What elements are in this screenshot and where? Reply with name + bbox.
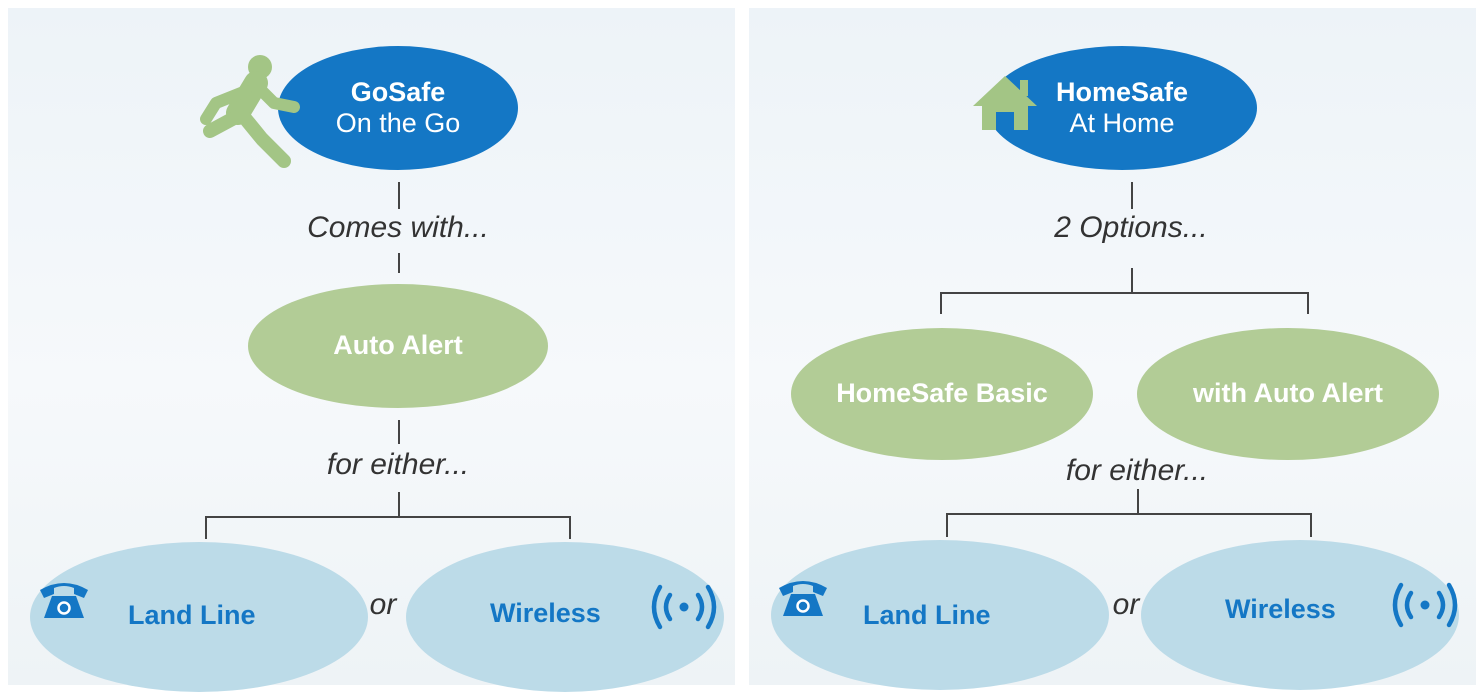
- auto-alert-node: Auto Alert: [248, 284, 548, 408]
- gosafe-either-label: for either...: [326, 448, 470, 481]
- gosafe-title: GoSafe: [350, 76, 446, 107]
- running-person-icon: [200, 55, 300, 168]
- comes-with-label: Comes with...: [307, 211, 489, 244]
- homesafe-subtitle: At Home: [1069, 108, 1175, 138]
- homesafe-landline-option: Land Line: [771, 540, 1109, 690]
- wireless-signal-icon: [1392, 582, 1458, 628]
- gosafe-landline-option: Land Line: [30, 542, 368, 692]
- telephone-icon: [779, 581, 827, 616]
- telephone-icon: [40, 583, 88, 618]
- gosafe-subtitle: On the Go: [335, 108, 461, 138]
- gosafe-landline-label: Land Line: [128, 600, 256, 630]
- house-icon: [973, 76, 1037, 130]
- homesafe-or-label: or: [1112, 588, 1140, 621]
- gosafe-panel: GoSafe On the Go Comes with... Auto Aler…: [8, 8, 735, 692]
- homesafe-landline-label: Land Line: [863, 600, 991, 630]
- homesafe-basic-node: HomeSafe Basic: [791, 328, 1093, 460]
- gosafe-node: GoSafe On the Go: [278, 46, 518, 170]
- homesafe-node: HomeSafe At Home: [987, 46, 1257, 170]
- homesafe-wireless-option: Wireless: [1141, 540, 1459, 690]
- homesafe-wireless-label: Wireless: [1225, 594, 1336, 624]
- homesafe-auto-alert-node: with Auto Alert: [1137, 328, 1439, 460]
- homesafe-title: HomeSafe: [1055, 76, 1189, 107]
- gosafe-or-label: or: [369, 588, 397, 621]
- wireless-signal-icon: [651, 584, 717, 630]
- homesafe-panel: HomeSafe At Home 2 Options... HomeSafe B…: [749, 8, 1476, 690]
- gosafe-wireless-label: Wireless: [490, 598, 601, 628]
- homesafe-either-label: for either...: [1065, 454, 1209, 487]
- two-options-label: 2 Options...: [1054, 211, 1208, 244]
